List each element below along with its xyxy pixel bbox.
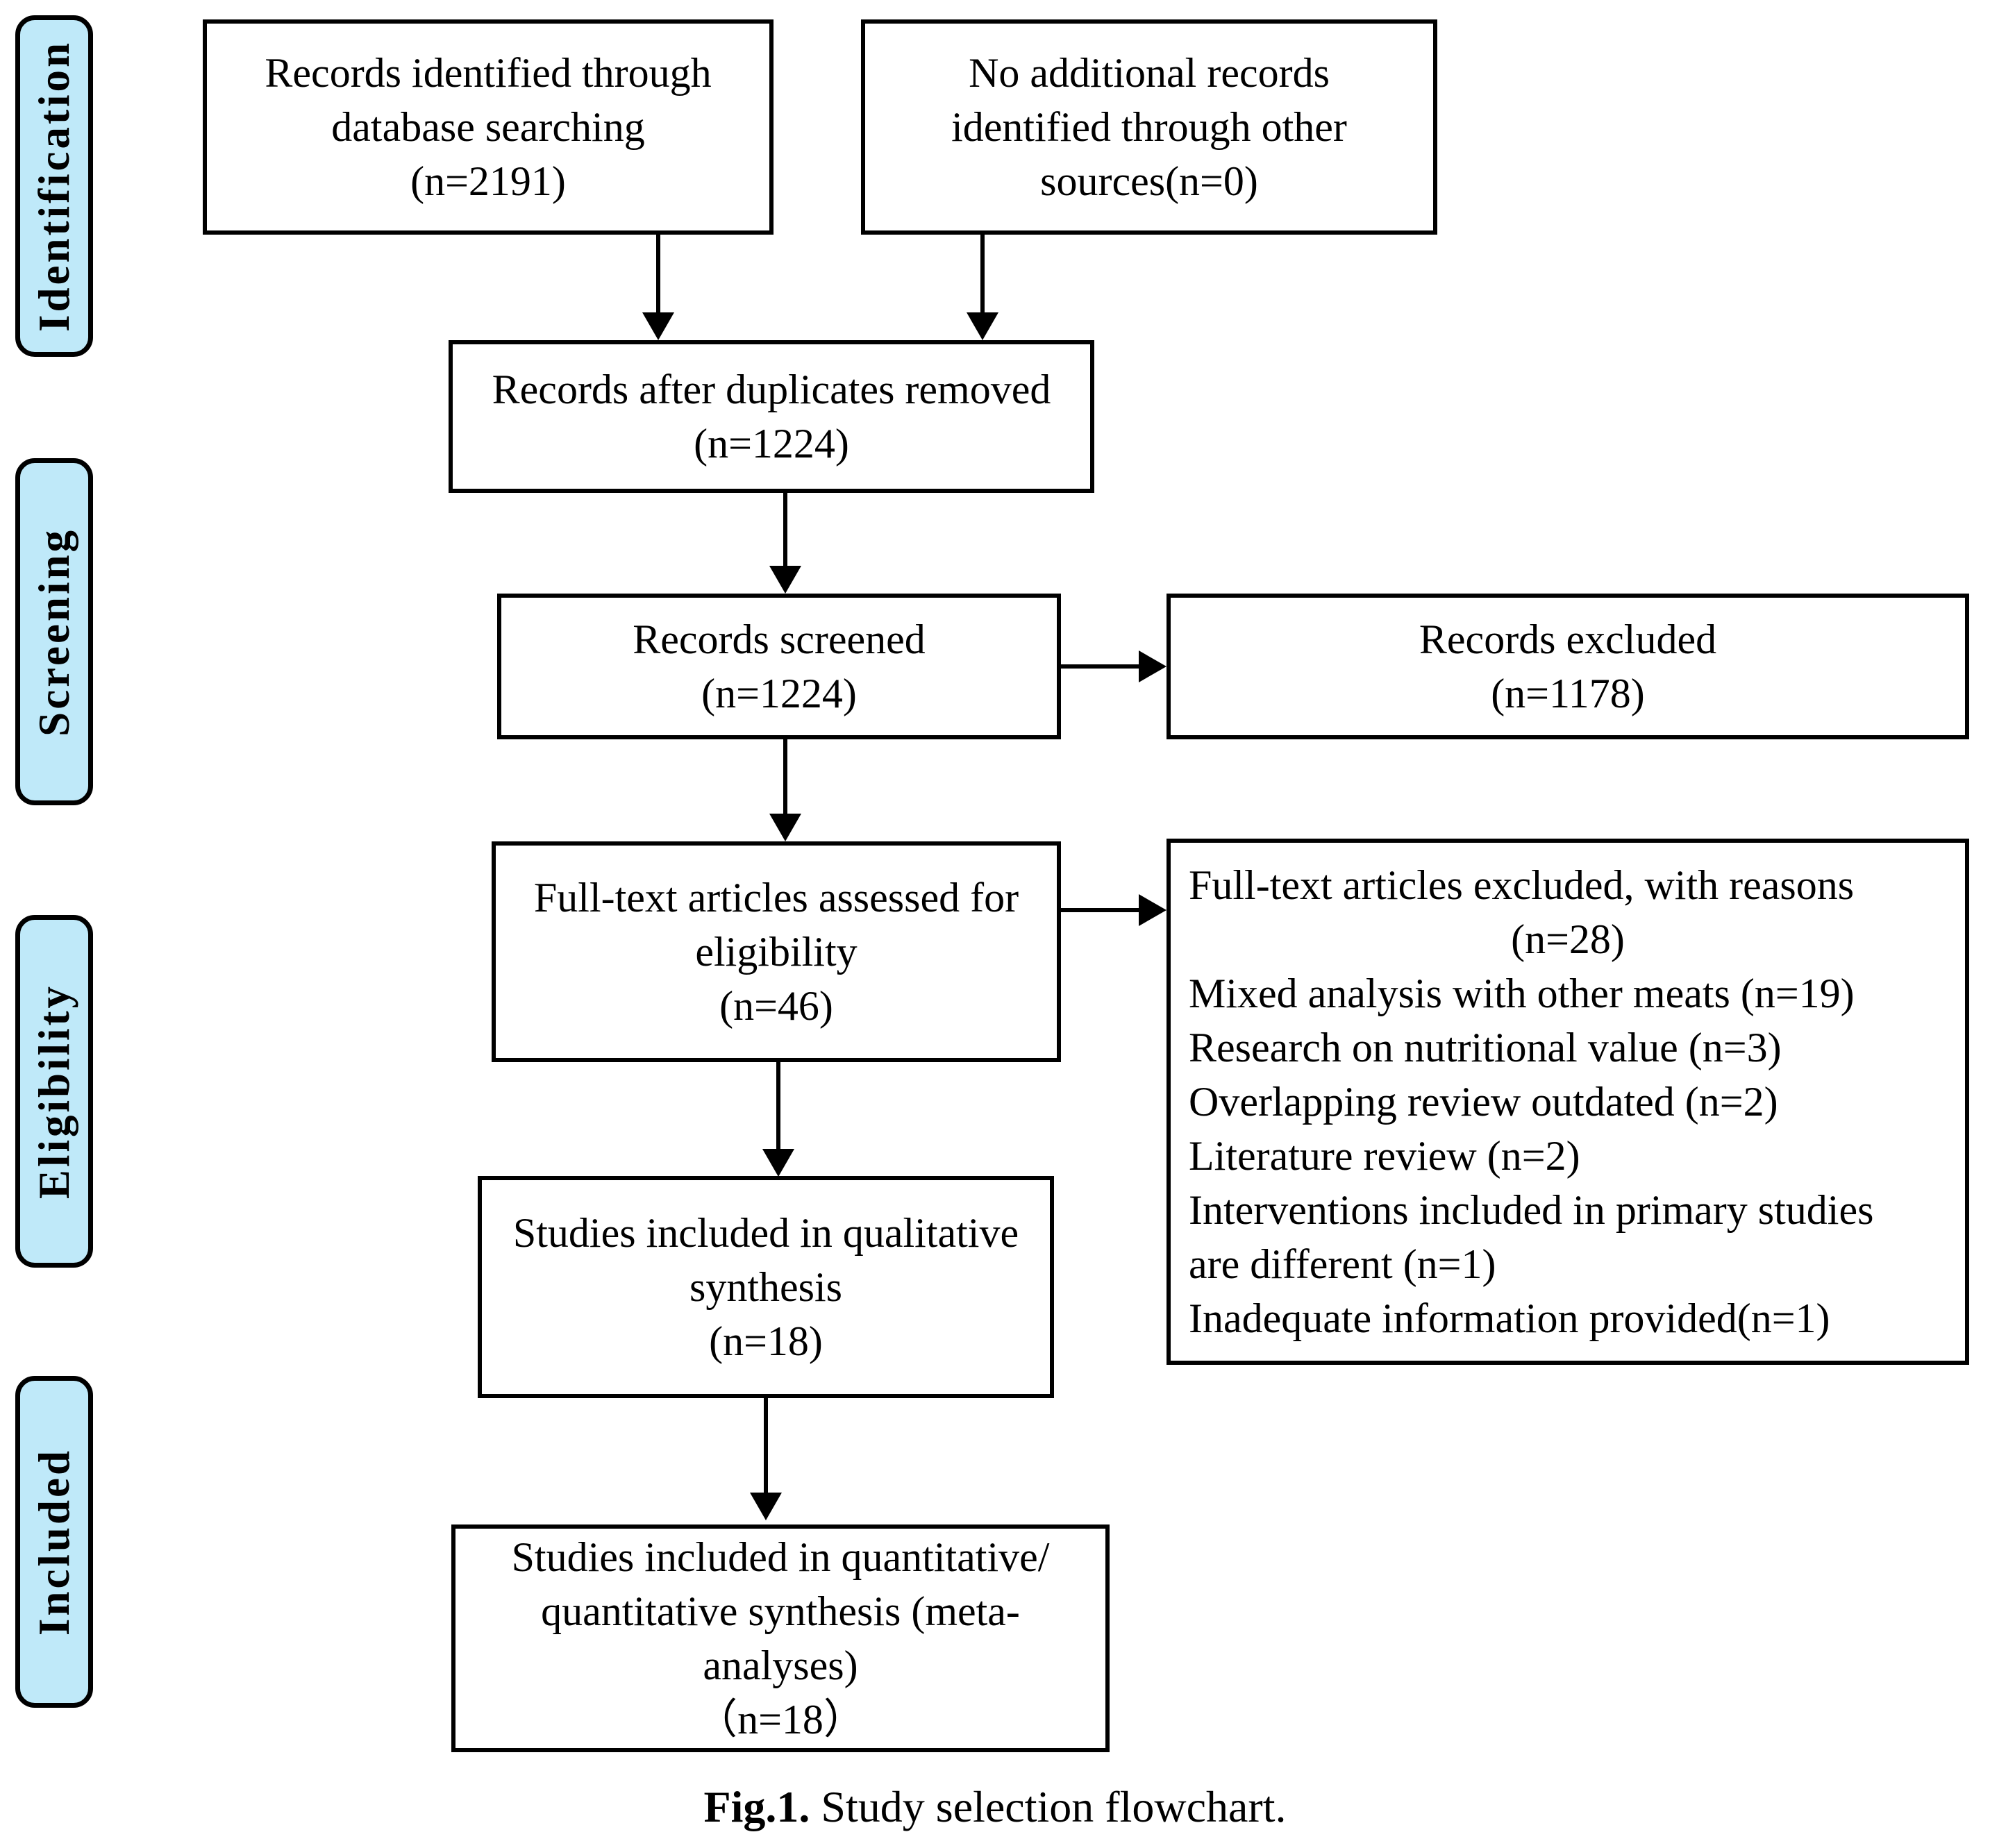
connector-screened-to-excluded-arrow: [1139, 650, 1167, 682]
box-records-excluded-line1: Records excluded: [1419, 616, 1717, 662]
connector-screened-to-excluded-line: [1061, 664, 1144, 669]
exclusion-reason-item: Interventions included in primary studie…: [1189, 1187, 1874, 1233]
exclusion-reason-item: Research on nutritional value (n=3): [1189, 1025, 1782, 1070]
figure-caption: Fig.1. Study selection flowchart.: [0, 1781, 1990, 1833]
connector-db-search-to-dedup-arrow: [642, 312, 674, 340]
box-records-excluded-count: (n=1178): [1491, 671, 1645, 716]
stage-tab-identification: Identification: [15, 15, 93, 357]
connector-qualitative-to-quantitative-line: [764, 1398, 768, 1502]
box-studies-qualitative-count: (n=18): [709, 1318, 823, 1364]
box-fulltext-assessed-count: (n=46): [719, 983, 833, 1029]
exclusion-reason-item: Mixed analysis with other meats (n=19): [1189, 971, 1855, 1016]
box-studies-quantitative-line3: analyses): [703, 1643, 858, 1688]
box-records-identified-database: Records identified through database sear…: [203, 19, 774, 235]
box-records-screened-count: (n=1224): [701, 671, 857, 716]
box-fulltext-assessed-line2: eligibility: [695, 929, 858, 975]
exclusion-reason-item: are different (n=1): [1189, 1241, 1496, 1287]
box-studies-quantitative-count: （n=18）: [696, 1697, 865, 1742]
stage-tab-eligibility-label: Eligibility: [29, 983, 78, 1200]
box-fulltext-assessed: Full-text articles assessed for eligibil…: [492, 841, 1061, 1062]
box-fulltext-excluded-heading: Full-text articles excluded, with reason…: [1189, 862, 1855, 908]
stage-tab-screening-label: Screening: [29, 527, 78, 737]
box-studies-qualitative-line2: synthesis: [689, 1264, 843, 1310]
box-no-additional-records: No additional records identified through…: [861, 19, 1437, 235]
box-studies-qualitative: Studies included in qualitative synthesi…: [478, 1176, 1054, 1398]
connector-fulltext-to-excluded-arrow: [1139, 894, 1167, 926]
connector-fulltext-to-qualitative-arrow: [762, 1149, 794, 1177]
connector-screened-to-fulltext-arrow: [769, 814, 801, 841]
stage-tab-included-label: Included: [29, 1447, 78, 1636]
stage-tab-identification-label: Identification: [29, 40, 78, 332]
box-records-identified-database-line1: Records identified through: [265, 50, 712, 96]
connector-fulltext-to-excluded-line: [1061, 908, 1144, 912]
figure-caption-number: Fig.1.: [703, 1782, 810, 1831]
connector-fulltext-to-qualitative-line: [776, 1062, 780, 1158]
connector-dedup-to-screened-arrow: [769, 566, 801, 594]
box-studies-quantitative: Studies included in quantitative/ quanti…: [451, 1524, 1110, 1752]
connector-db-search-to-dedup-line: [656, 235, 660, 321]
connector-qualitative-to-quantitative-arrow: [750, 1493, 782, 1520]
box-records-identified-database-count: (n=2191): [410, 158, 566, 204]
box-fulltext-excluded-reasons: Full-text articles excluded, with reason…: [1167, 839, 1969, 1365]
connector-screened-to-fulltext-line: [783, 739, 787, 824]
stage-tab-included: Included: [15, 1376, 93, 1708]
box-records-screened-line1: Records screened: [633, 616, 926, 662]
box-records-after-duplicates: Records after duplicates removed (n=1224…: [449, 340, 1094, 493]
box-no-additional-records-line1: No additional records: [969, 50, 1330, 96]
exclusion-reason-item: Literature review (n=2): [1189, 1133, 1580, 1179]
exclusion-reason-item: Inadequate information provided(n=1): [1189, 1295, 1830, 1341]
stage-tab-screening: Screening: [15, 458, 93, 805]
connector-other-sources-to-dedup-line: [980, 235, 985, 321]
box-studies-quantitative-line1: Studies included in quantitative/: [511, 1534, 1050, 1580]
stage-tab-eligibility: Eligibility: [15, 915, 93, 1268]
box-fulltext-excluded-count: (n=28): [1511, 916, 1625, 962]
box-records-identified-database-line2: database searching: [331, 104, 645, 150]
box-records-after-duplicates-count: (n=1224): [694, 421, 849, 467]
box-studies-quantitative-line2: quantitative synthesis (meta-: [541, 1588, 1020, 1634]
connector-other-sources-to-dedup-arrow: [967, 312, 998, 340]
box-records-screened: Records screened (n=1224): [497, 594, 1061, 739]
box-no-additional-records-count: sources(n=0): [1040, 158, 1258, 204]
box-studies-qualitative-line1: Studies included in qualitative: [512, 1210, 1019, 1256]
box-records-after-duplicates-line1: Records after duplicates removed: [492, 367, 1051, 412]
connector-dedup-to-screened-line: [783, 493, 787, 575]
box-fulltext-assessed-line1: Full-text articles assessed for: [533, 875, 1019, 921]
box-records-excluded: Records excluded (n=1178): [1167, 594, 1969, 739]
box-no-additional-records-line2: identified through other: [951, 104, 1347, 150]
exclusion-reason-item: Overlapping review outdated (n=2): [1189, 1079, 1778, 1125]
figure-caption-text: Study selection flowchart.: [810, 1782, 1287, 1831]
